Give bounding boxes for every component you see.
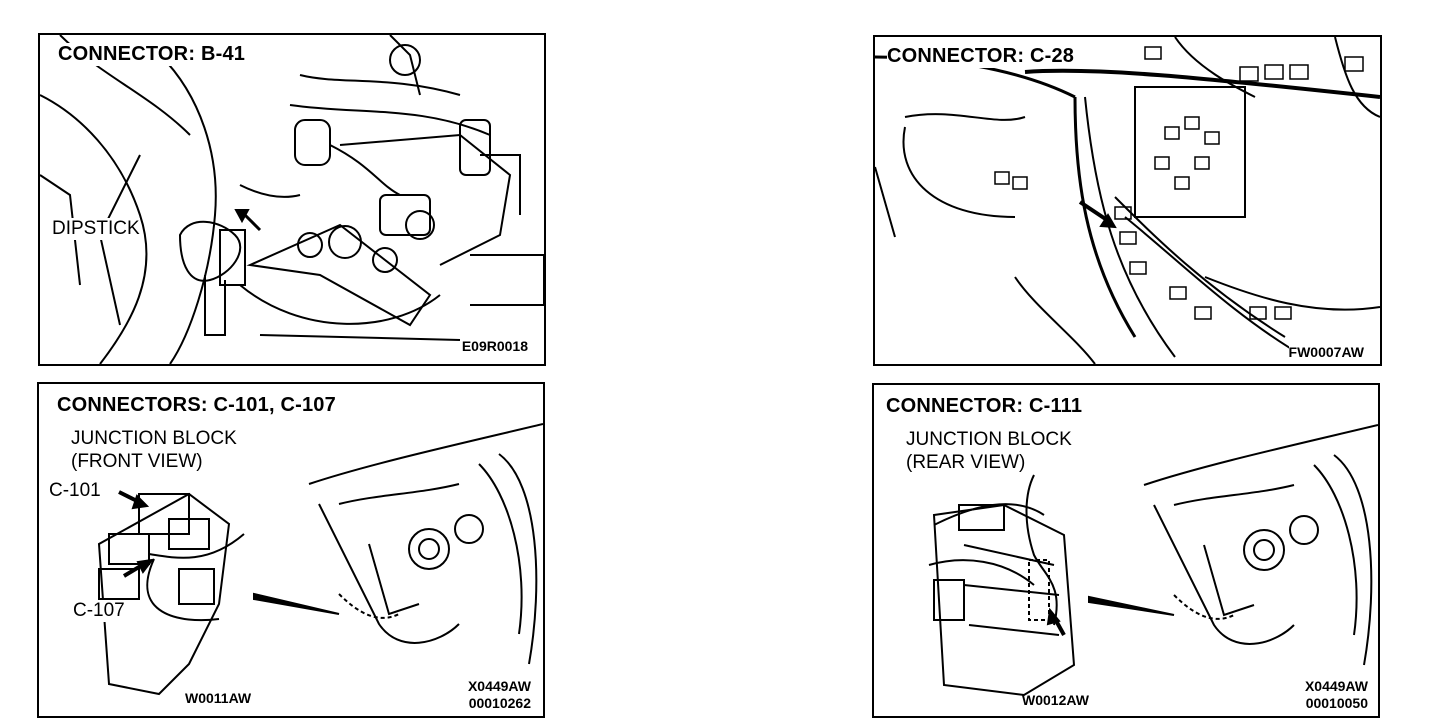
dipstick-label: DIPSTICK bbox=[52, 218, 140, 240]
transaxle-illustration bbox=[40, 35, 544, 364]
figure-code-right-number: 00010262 bbox=[468, 695, 531, 711]
panel-title: CONNECTOR: C-28 bbox=[887, 45, 1075, 68]
junction-block-label: JUNCTION BLOCK bbox=[906, 429, 1072, 450]
panel-connector-b41: CONNECTOR: B-41 DIPSTICK E09R0018 bbox=[38, 33, 546, 366]
junction-block-label: JUNCTION BLOCK bbox=[71, 428, 237, 449]
figure-code-right-number: 00010050 bbox=[1305, 695, 1368, 711]
junction-block-front-illustration bbox=[97, 423, 543, 696]
c101-callout: C-101 bbox=[49, 480, 101, 502]
panel-connectors-c101-c107: CONNECTORS: C-101, C-107 JUNCTION BLOCK … bbox=[37, 382, 545, 718]
figure-code: FW0007AW bbox=[1288, 344, 1364, 360]
c107-callout: C-107 bbox=[73, 600, 125, 622]
panel-title: CONNECTOR: C-111 bbox=[886, 395, 1083, 418]
panel-connector-c111: CONNECTOR: C-111 JUNCTION BLOCK (REAR VI… bbox=[872, 383, 1380, 718]
panel-title: CONNECTORS: C-101, C-107 bbox=[57, 394, 336, 417]
junction-block-rear-illustration bbox=[928, 424, 1378, 697]
figure-code: E09R0018 bbox=[461, 338, 528, 354]
figure-code-left: W0012AW bbox=[1022, 692, 1089, 708]
panel-title: CONNECTOR: B-41 bbox=[58, 43, 246, 66]
figure-code-left: W0011AW bbox=[185, 690, 252, 706]
view-label: (FRONT VIEW) bbox=[71, 451, 203, 472]
wiring-harness-illustration bbox=[875, 37, 1380, 364]
figure-code-right: X0449AW bbox=[1304, 678, 1368, 694]
view-label: (REAR VIEW) bbox=[906, 452, 1026, 473]
panel-connector-c28: CONNECTOR: C-28 FW0007AW bbox=[873, 35, 1382, 366]
figure-code-right: X0449AW bbox=[467, 678, 531, 694]
